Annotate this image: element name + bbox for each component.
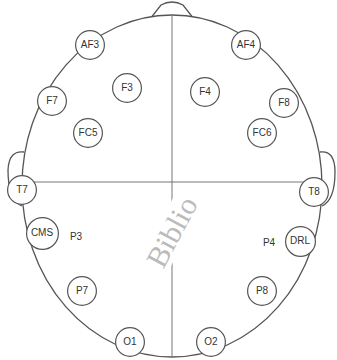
midline: [172, 15, 173, 357]
electrode-label: F3: [121, 83, 133, 93]
electrode-circle: F3: [112, 73, 142, 103]
electrode-ring: [38, 87, 67, 116]
electrode-ring: [8, 176, 37, 205]
electrode-circle: FC6: [247, 118, 277, 148]
electrode-label: P8: [256, 286, 268, 296]
electrode-label: FC5: [79, 128, 98, 138]
electrode-circle: T7: [7, 175, 37, 205]
electrode-ring: [113, 74, 142, 103]
electrode-label: F8: [278, 98, 290, 108]
electrode-circle: F8: [269, 88, 299, 118]
head-outline: [22, 15, 322, 357]
electrode-label: T8: [308, 187, 320, 197]
electrode-ring: [191, 78, 220, 107]
electrode-circle: P8: [247, 276, 277, 306]
electrode-label: F4: [199, 87, 211, 97]
electrode-ring: [76, 31, 105, 60]
electrode-circle: AF3: [75, 30, 105, 60]
electrode-label: P7: [76, 286, 88, 296]
electrode-ring: [300, 178, 329, 207]
electrode-circle: F7: [37, 86, 67, 116]
electrode-ring: [248, 277, 277, 306]
electrode-ring: [232, 31, 261, 60]
electrode-circle: AF4: [231, 30, 261, 60]
electrode-circle: F4: [190, 77, 220, 107]
electrode-label: FC6: [253, 128, 272, 138]
electrode-circle: P7: [67, 276, 97, 306]
electrode-ring: [197, 328, 226, 357]
electrode-label: O2: [204, 337, 217, 347]
watermark: Biblio: [140, 190, 204, 274]
electrode-circle: DRL: [285, 226, 316, 257]
electrode-label: O1: [123, 337, 136, 347]
electrode-ring: [248, 119, 277, 148]
electrode-circle: T8: [299, 177, 329, 207]
electrode-label: P3: [70, 232, 82, 242]
electrode-label: T7: [16, 185, 28, 195]
electrode-circle: O2: [196, 327, 226, 357]
electrode-label: AF4: [237, 40, 255, 50]
electrode-circle: O1: [115, 327, 145, 357]
electrode-ring: [116, 328, 145, 357]
electrode-ring: [270, 89, 299, 118]
ear-line: [22, 182, 322, 183]
electrode-ring: [285, 226, 315, 256]
electrode-circle: FC5: [73, 118, 103, 148]
electrode-label: P4: [263, 238, 275, 248]
electrode-label: F7: [46, 96, 58, 106]
electrode-label: AF3: [81, 40, 99, 50]
electrode-ring: [74, 119, 103, 148]
electrode-ring: [68, 277, 97, 306]
electrode-label: CMS: [31, 228, 53, 238]
electrode-label: DRL: [290, 236, 310, 246]
electrode-circle: CMS: [26, 217, 59, 250]
electrode-ring: [26, 217, 58, 249]
